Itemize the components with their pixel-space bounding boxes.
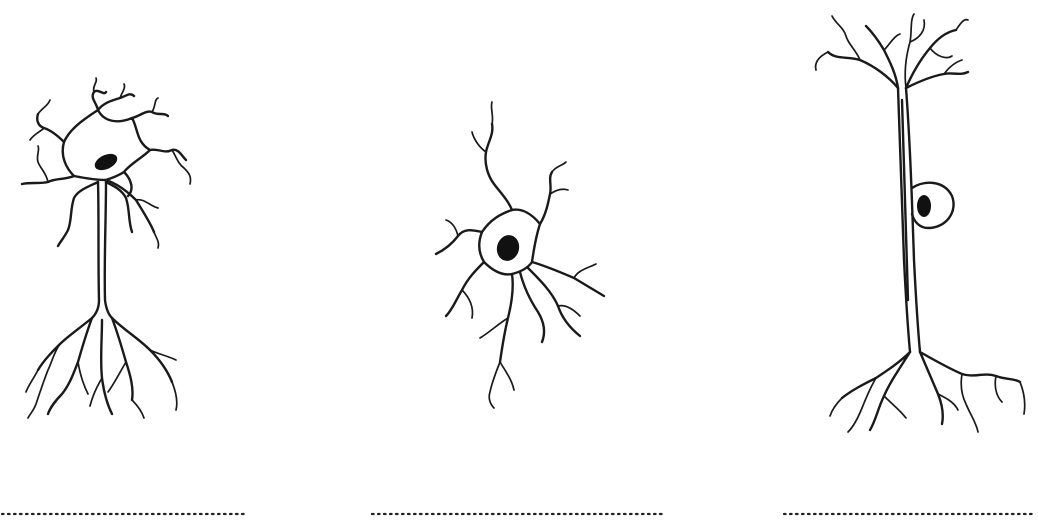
neuron-3-nucleus [917, 195, 931, 217]
neuron-1-axon-terminals [26, 318, 177, 418]
neuron-2-nucleus [494, 233, 522, 264]
neuron-1-axon [92, 182, 99, 318]
neuron-1-cell-body [63, 110, 150, 180]
neuron-1 [22, 78, 191, 418]
neuron-2-dendrites [436, 102, 604, 408]
neuron-3-axon-terminals [830, 352, 1025, 432]
neuron-2 [436, 102, 604, 408]
neuron-1-nucleus [92, 151, 120, 174]
neuron-3-apical-dendrites [816, 14, 968, 88]
neuron-3 [816, 14, 1025, 432]
